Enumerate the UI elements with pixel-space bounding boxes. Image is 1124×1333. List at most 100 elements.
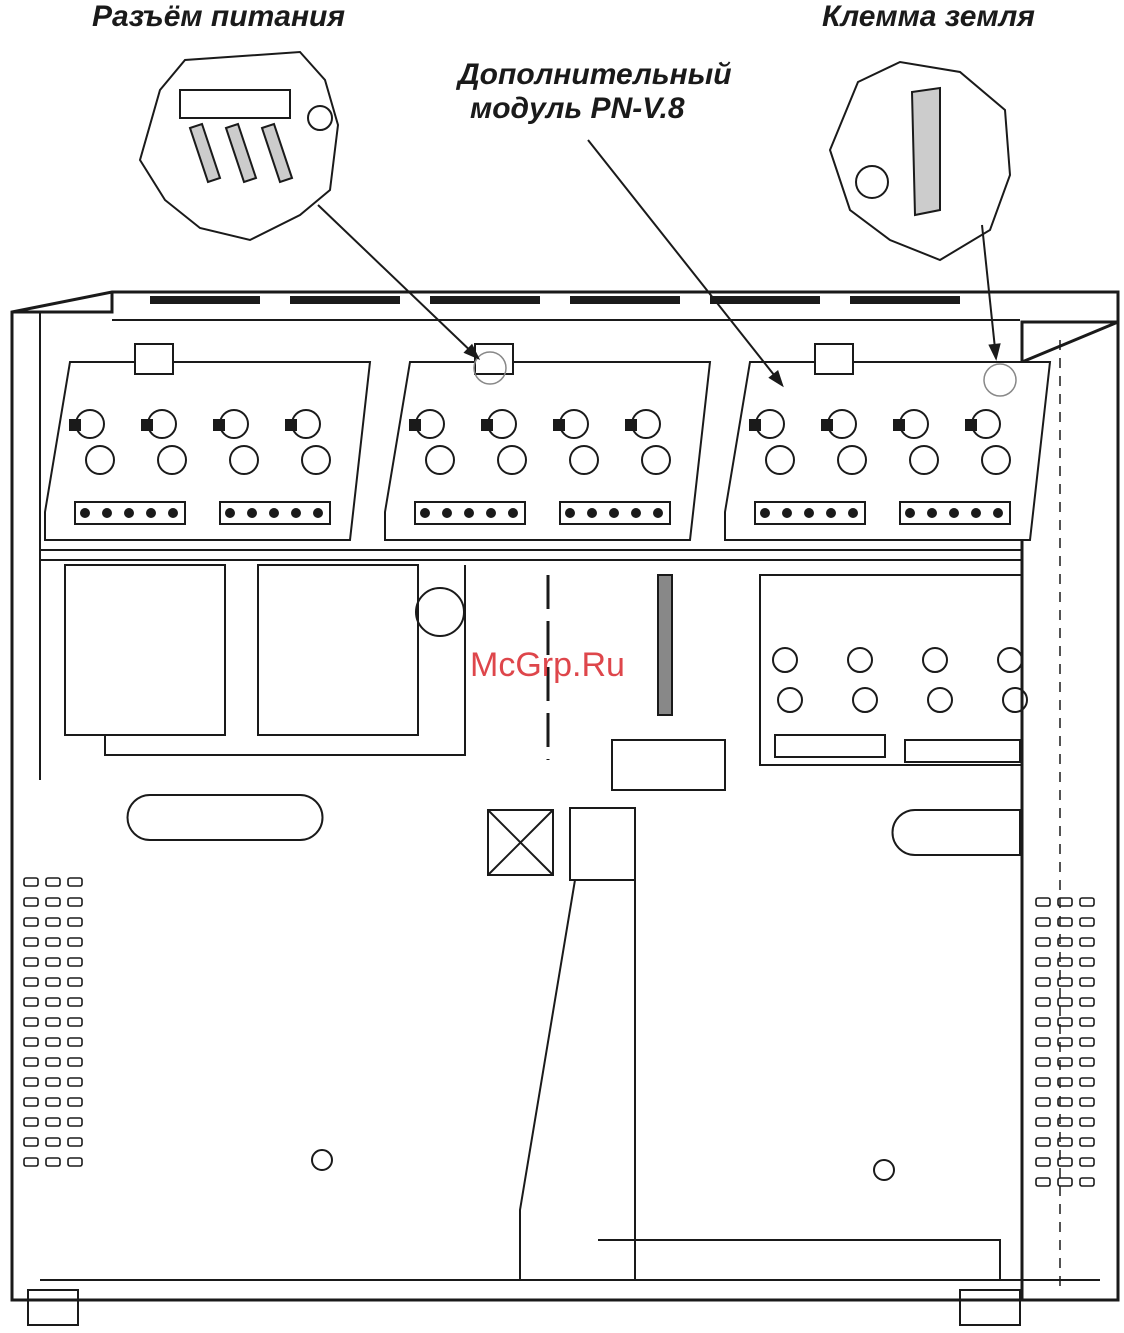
vent-slot-right — [1058, 998, 1072, 1006]
module-capacitor — [86, 446, 114, 474]
label-extra-module-line1: Дополнительный — [458, 58, 732, 92]
terminal-screw — [314, 509, 322, 517]
terminal-screw — [292, 509, 300, 517]
vent-slot-left — [24, 978, 38, 986]
label-power-connector: Разъём питания — [92, 0, 345, 34]
terminal-screw — [248, 509, 256, 517]
vent-slot-left — [24, 1058, 38, 1066]
vent-slot-left — [68, 918, 82, 926]
vent-slot-left — [24, 998, 38, 1006]
vent-slot-right — [1080, 1018, 1094, 1026]
mains-terminal — [570, 808, 635, 880]
arrow-power-connector — [318, 205, 478, 358]
arrow-extra-module — [588, 140, 782, 385]
board-capacitor — [848, 648, 872, 672]
cable-tie-cross — [488, 810, 553, 875]
module-fuse — [142, 420, 152, 430]
cable-entry-left — [128, 795, 323, 840]
board-capacitor — [853, 688, 877, 712]
board-capacitor — [928, 688, 952, 712]
module-capacitor — [302, 446, 330, 474]
module-fuse — [966, 420, 976, 430]
zoom-connector-housing — [180, 90, 290, 118]
vent-slot-left — [68, 1018, 82, 1026]
vent-slot-right — [1080, 1038, 1094, 1046]
vent-slot-left — [46, 878, 60, 886]
vent-slot-left — [68, 878, 82, 886]
vent-slot-left — [68, 1138, 82, 1146]
foot-right — [960, 1290, 1020, 1325]
vent-slot-left — [46, 1058, 60, 1066]
board-terminal-block — [905, 740, 1020, 762]
vent-slot-left — [24, 1138, 38, 1146]
cabinet-top-vent — [710, 296, 820, 304]
module-power-connector — [475, 344, 513, 374]
terminal-screw — [654, 509, 662, 517]
vent-slot-right — [1036, 1098, 1050, 1106]
vent-slot-right — [1036, 998, 1050, 1006]
terminal-screw — [610, 509, 618, 517]
terminal-screw — [169, 509, 177, 517]
arrow-ground-terminal-head — [990, 344, 1000, 358]
vent-slot-left — [68, 1158, 82, 1166]
module-capacitor — [570, 446, 598, 474]
transformer-base — [105, 565, 465, 755]
module-capacitor — [910, 446, 938, 474]
vent-slot-right — [1080, 958, 1094, 966]
module-fuse — [410, 420, 420, 430]
vent-slot-right — [1036, 1118, 1050, 1126]
vent-slot-left — [46, 918, 60, 926]
board-terminal-block — [775, 735, 885, 757]
terminal-screw — [588, 509, 596, 517]
label-extra-module-line2: модуль PN-V.8 — [458, 92, 732, 126]
vent-slot-left — [68, 938, 82, 946]
vent-slot-right — [1080, 1118, 1094, 1126]
vent-slot-left — [68, 978, 82, 986]
watermark-text: McGrp.Ru — [470, 646, 625, 685]
cabinet-top-vent — [570, 296, 680, 304]
vent-slot-left — [46, 1118, 60, 1126]
vent-slot-right — [1080, 1158, 1094, 1166]
cabinet-top-vent — [150, 296, 260, 304]
zoom-ground-lug — [912, 88, 940, 215]
terminal-screw — [566, 509, 574, 517]
cabinet-top-vent — [850, 296, 960, 304]
cabinet-floor — [40, 1240, 1100, 1280]
terminal-screw — [443, 509, 451, 517]
module-capacitor — [426, 446, 454, 474]
board-capacitor — [998, 648, 1022, 672]
module-capacitor — [498, 446, 526, 474]
zoom-ground-hole — [856, 166, 888, 198]
label-ground-terminal: Клемма земля — [822, 0, 1035, 34]
vent-slot-right — [1080, 898, 1094, 906]
vent-slot-left — [24, 1158, 38, 1166]
vent-slot-right — [1080, 1078, 1094, 1086]
vent-slot-right — [1080, 978, 1094, 986]
vent-slot-left — [24, 1038, 38, 1046]
vent-slot-right — [1036, 1038, 1050, 1046]
foot-left — [28, 1290, 78, 1325]
transformer-right — [258, 565, 418, 735]
terminal-screw — [906, 509, 914, 517]
terminal-screw — [465, 509, 473, 517]
vent-slot-left — [24, 1078, 38, 1086]
board-capacitor — [923, 648, 947, 672]
terminal-screw — [81, 509, 89, 517]
terminal-screw — [147, 509, 155, 517]
vent-slot-left — [68, 898, 82, 906]
mount-hole — [874, 1160, 894, 1180]
vent-slot-left — [46, 1138, 60, 1146]
module-capacitor — [230, 446, 258, 474]
vent-slot-left — [68, 1118, 82, 1126]
vent-slot-left — [68, 1098, 82, 1106]
vent-slot-left — [68, 998, 82, 1006]
vent-slot-left — [68, 1078, 82, 1086]
pn-v8-modules — [45, 344, 1050, 540]
vent-slot-left — [46, 938, 60, 946]
mount-hole — [312, 1150, 332, 1170]
vent-slot-right — [1080, 938, 1094, 946]
vent-slot-left — [46, 958, 60, 966]
terminal-screw — [226, 509, 234, 517]
vent-slot-right — [1036, 1018, 1050, 1026]
terminal-screw — [487, 509, 495, 517]
